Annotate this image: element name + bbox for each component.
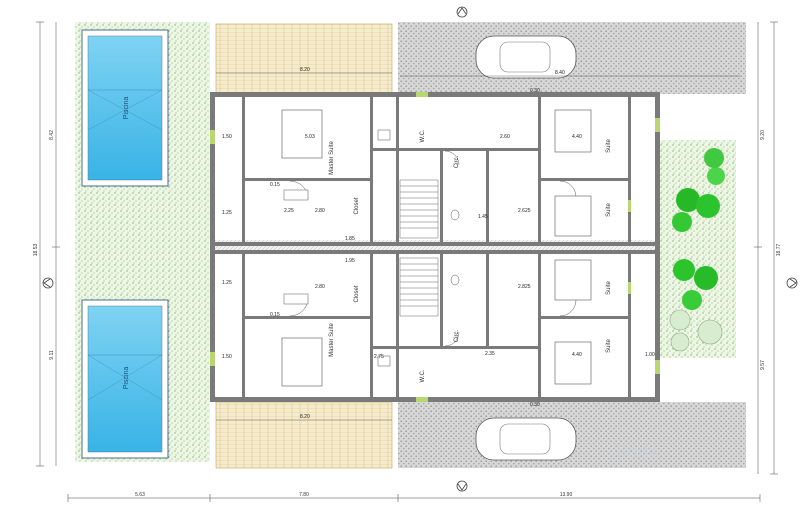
dim-right-lower: 9.57 [760,360,766,370]
dim-label: 0.15 [270,312,280,318]
room-label-wc: W.C. [420,129,426,142]
dim-label: 0.30 [530,402,540,408]
dim-label: 4.40 [572,352,582,358]
room-label-master-suite: Master Suite [329,141,335,175]
dim-label: 1.45 [478,214,488,220]
dim-label: 2.80 [315,284,325,290]
dim-label: 0.15 [270,182,280,188]
dim-bottom-mid: 7.80 [299,492,309,498]
dim-bottom-left: 5.63 [135,492,145,498]
dim-right-total: 18.77 [776,244,782,257]
dim-label: 1.00 [645,352,655,358]
dim-label: 2.75 [374,354,384,360]
dim-bottom-right: 13.90 [560,492,573,498]
room-label-suite: Suite [606,339,612,353]
section-marker-icon [42,6,798,492]
dim-label: 1.50 [222,134,232,140]
room-label-master-suite: Master Suite [329,323,335,357]
stairs [399,179,439,317]
room-label-circ: Circ. [454,330,460,343]
dim-label: 1.85 [345,236,355,242]
dim-label: 1.95 [345,258,355,264]
deck-bottom [215,401,393,469]
dim-label: 2.625 [518,208,531,214]
room-label-circ: Circ. [454,156,460,169]
dim-label: 8.40 [555,70,565,76]
room-label-closet: Closet [354,285,360,302]
dim-label: 0.30 [530,88,540,94]
deck-top [215,23,393,95]
dim-label: 8.20 [300,414,310,420]
watermark-logo: Porta [616,442,660,462]
dim-label: 5.03 [305,134,315,140]
dim-label: 2.80 [315,208,325,214]
dim-label: 1.25 [222,210,232,216]
room-label-closet: Closet [354,197,360,214]
dim-label: 4.40 [572,134,582,140]
room-label-wc: W.C. [420,369,426,382]
tree-icon [669,148,725,352]
dim-label: 2.60 [500,134,510,140]
dim-left-upper: 8.42 [49,130,55,140]
dim-label: 1.25 [222,280,232,286]
dim-left-total: 18.53 [33,244,39,257]
dim-label: 1.50 [222,354,232,360]
dim-left-lower: 9.11 [49,350,55,360]
dim-label: 8.20 [300,67,310,73]
pool-label-top: Piscina [123,97,130,120]
room-label-suite: Suite [606,139,612,153]
bed-icon [281,109,592,387]
pool-label-bottom: Piscina [123,367,130,390]
car-icon [475,35,577,79]
car-icon [475,417,577,461]
dim-label: 2.25 [284,208,294,214]
dim-label: 2.825 [518,284,531,290]
dim-right-upper: 9.20 [760,130,766,140]
building-walls [210,92,660,402]
room-label-suite: Suite [606,281,612,295]
room-label-suite: Suite [606,203,612,217]
dim-label: 2.35 [485,351,495,357]
